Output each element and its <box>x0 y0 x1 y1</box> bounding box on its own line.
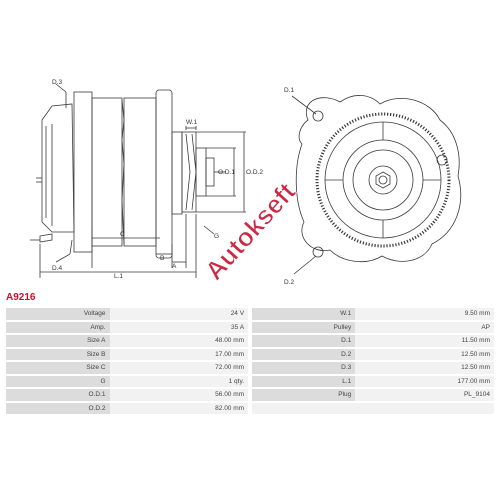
front-flange <box>295 95 462 263</box>
label-l1: L.1 <box>114 273 123 280</box>
spec-right-label: D.2 <box>251 348 356 360</box>
spec-right-label: Pulley <box>251 321 356 333</box>
spec-gap <box>248 321 252 333</box>
stator-right <box>123 97 157 247</box>
spec-gap <box>248 348 252 360</box>
spec-left-label: Size C <box>6 362 110 374</box>
label-a: A <box>172 263 177 270</box>
spec-gap <box>248 375 252 387</box>
spec-right-label: D.3 <box>251 362 356 374</box>
label-od1: O.D.1 <box>218 169 235 176</box>
spec-right-label: D.1 <box>251 335 356 347</box>
label-g: G <box>214 233 219 240</box>
spec-left-label: Voltage <box>6 308 110 320</box>
label-d2: D.2 <box>284 279 295 286</box>
spec-left-label: Size B <box>6 348 110 360</box>
watermark-text: Autokseft <box>199 176 302 285</box>
spec-left-value: 17.00 mm <box>109 348 249 360</box>
spec-right-label: L.1 <box>251 375 356 387</box>
spec-right-value: 11.50 mm <box>355 335 494 347</box>
spec-left-value: 82.00 mm <box>109 402 249 414</box>
spec-left-value: 48.00 mm <box>109 335 249 347</box>
spec-left-label: O.D.2 <box>6 402 110 414</box>
alternator-technical-drawing: D.3 D.4 C B A L.1 W.1 O.D.1 O.D.2 G D.1 … <box>30 79 462 286</box>
spec-right-value <box>355 402 494 414</box>
label-d3: D.3 <box>52 79 63 86</box>
spec-left-label: O.D.1 <box>6 389 110 401</box>
spec-gap <box>248 362 252 374</box>
front-view <box>291 95 462 275</box>
spec-right-value: PL_9104 <box>355 389 494 401</box>
spec-left-value: 24 V <box>109 308 249 320</box>
spec-left-label: G <box>6 375 110 387</box>
spec-left-value: 72.00 mm <box>109 362 249 374</box>
spec-gap <box>248 402 252 414</box>
spec-right-label: W.1 <box>251 308 356 320</box>
rear-housing <box>73 91 93 253</box>
pulley <box>181 131 197 213</box>
spec-right-label: Plug <box>251 389 356 401</box>
label-d1: D.1 <box>284 87 295 94</box>
part-code: A9216 <box>6 292 36 303</box>
label-b: B <box>160 255 164 262</box>
spec-gap <box>248 389 252 401</box>
spec-gap <box>248 308 252 320</box>
spec-right-value: 12.50 mm <box>355 362 494 374</box>
spec-right-value: 177.00 mm <box>355 375 494 387</box>
spec-left-value: 56.00 mm <box>109 389 249 401</box>
spec-left-label: Size A <box>6 335 110 347</box>
rear-cover <box>41 103 75 233</box>
label-c: C <box>120 231 125 238</box>
spec-left-value: 35 A <box>109 321 249 333</box>
label-od2: O.D.2 <box>246 169 263 176</box>
shaft-nut <box>375 171 391 189</box>
spec-right-value: 9.50 mm <box>355 308 494 320</box>
stator-left <box>91 97 123 247</box>
spec-right-value: AP <box>355 321 494 333</box>
spec-right-label <box>251 402 356 414</box>
spec-gap <box>248 335 252 347</box>
spec-left-label: Amp. <box>6 321 110 333</box>
label-d4: D.4 <box>52 265 63 272</box>
front-housing <box>155 89 173 259</box>
spec-right-value: 12.50 mm <box>355 348 494 360</box>
spec-left-value: 1 qty. <box>109 375 249 387</box>
watermark-logo: Autokseft <box>198 176 302 286</box>
label-w1: W.1 <box>186 119 198 126</box>
